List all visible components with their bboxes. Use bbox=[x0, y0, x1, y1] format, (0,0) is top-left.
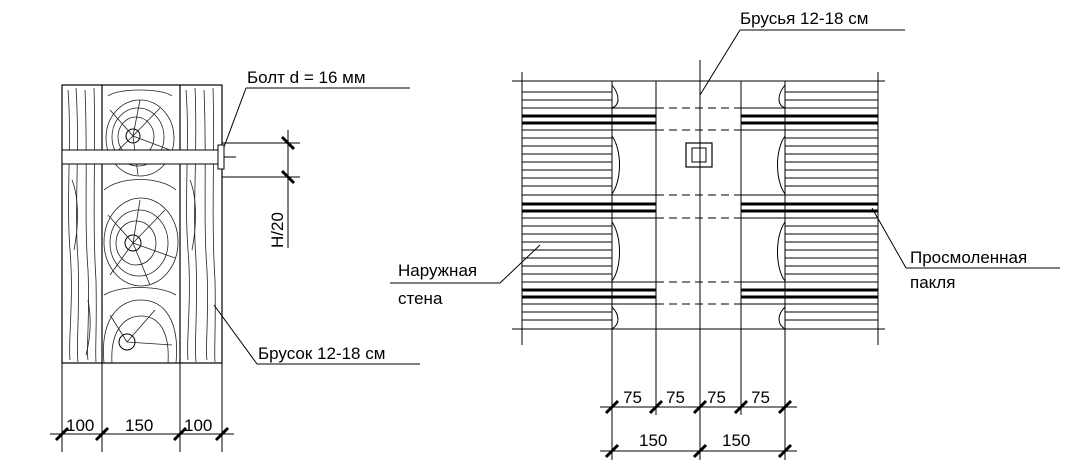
right-brusok-grain bbox=[185, 87, 216, 363]
outer-wall-label-1: Наружная bbox=[398, 261, 477, 280]
brusok-label: Брусок 12-18 см bbox=[258, 344, 385, 363]
dim-right-150b: 150 bbox=[722, 431, 750, 450]
bolt bbox=[61, 144, 236, 170]
dim-left-150: 150 bbox=[125, 416, 153, 435]
dim-right-150a: 150 bbox=[639, 431, 667, 450]
outer-wall-right-logs bbox=[741, 84, 878, 330]
h20-label: H/20 bbox=[268, 212, 287, 248]
outer-wall-left-logs bbox=[522, 84, 656, 330]
outer-wall-label-2: стена bbox=[398, 289, 443, 308]
dim-right-75a: 75 bbox=[623, 388, 642, 407]
dim-left-100b: 100 bbox=[184, 416, 212, 435]
tarred-label-1: Просмоленная bbox=[910, 248, 1027, 267]
left-section-view: H/20 Болт d = 16 мм Брусок 12-18 см 100 … bbox=[50, 68, 420, 452]
right-dimension-lines bbox=[600, 329, 797, 459]
brusya-label: Брусья 12-18 см bbox=[740, 9, 868, 28]
dim-left-100a: 100 bbox=[66, 416, 94, 435]
dim-right-75c: 75 bbox=[707, 388, 726, 407]
left-dimension-line bbox=[50, 363, 234, 452]
tarred-label-2: пакля bbox=[910, 273, 955, 292]
right-plan-view: Брусья 12-18 см Наружная стена Просмолен… bbox=[390, 9, 1060, 460]
log-cross-sections bbox=[103, 89, 179, 364]
left-brusok-grain bbox=[67, 87, 97, 363]
dim-right-75d: 75 bbox=[751, 388, 770, 407]
bolt-label: Болт d = 16 мм bbox=[247, 68, 366, 87]
dim-right-75b: 75 bbox=[666, 388, 685, 407]
brusya-dashed bbox=[656, 107, 741, 305]
bolt-square-icon bbox=[685, 142, 713, 168]
h20-dimension bbox=[222, 130, 300, 248]
